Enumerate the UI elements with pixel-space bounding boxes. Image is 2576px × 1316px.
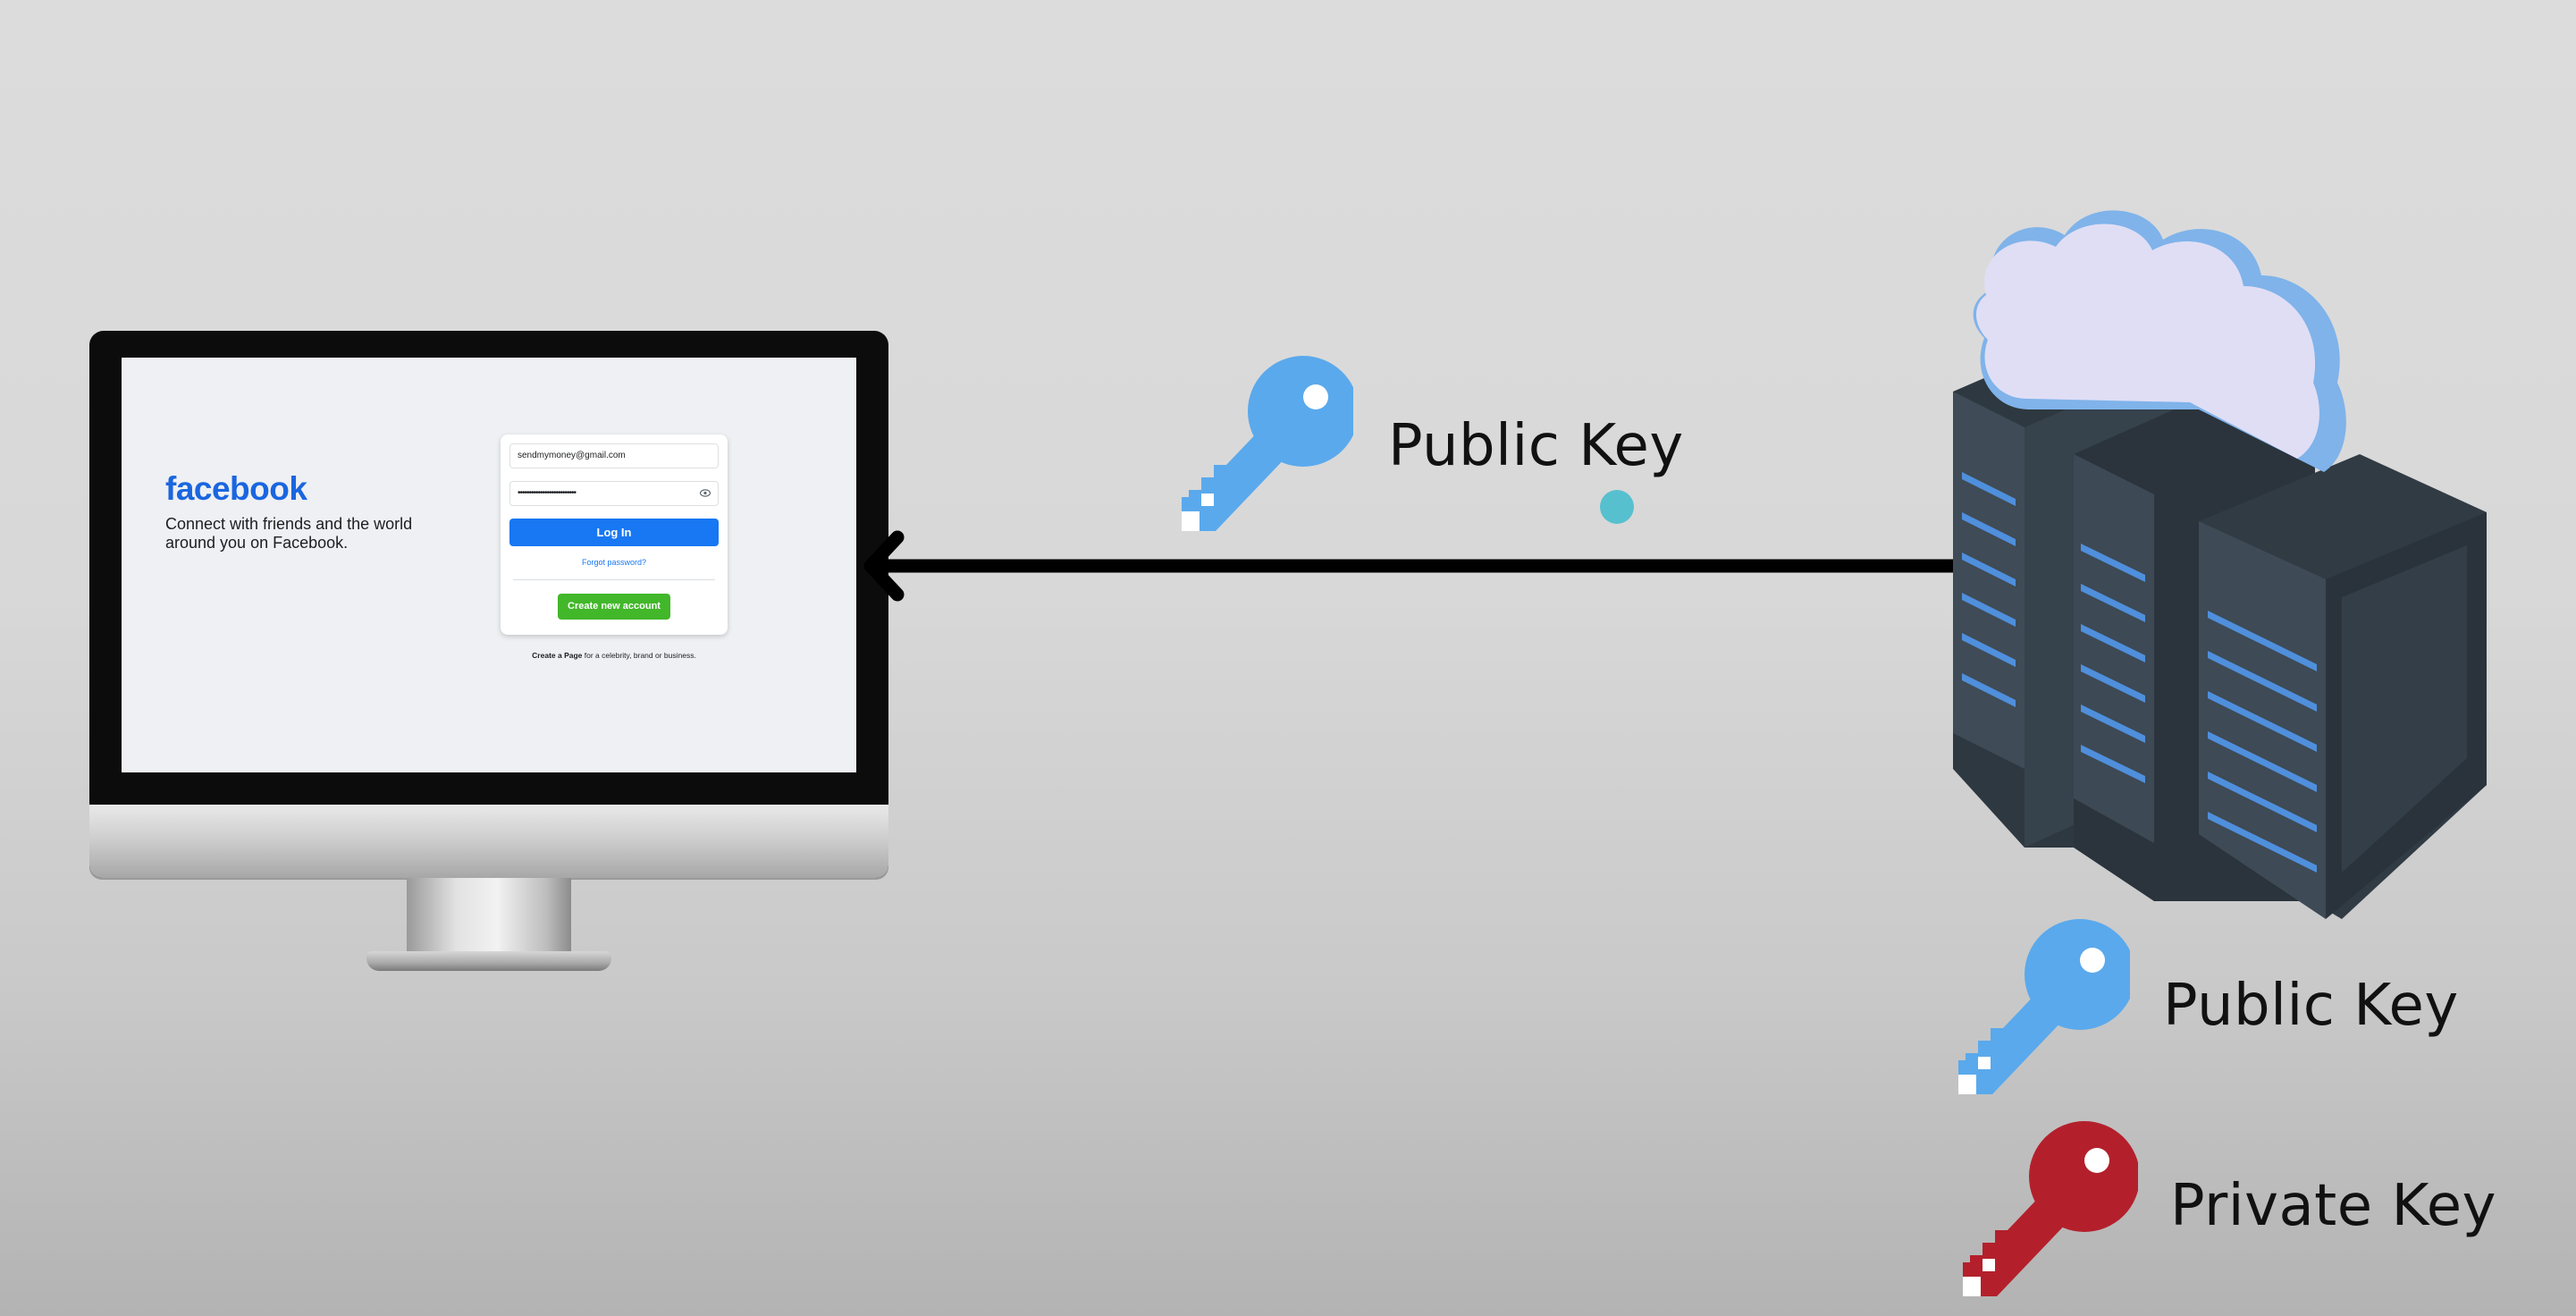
private-key-label: Private Key: [2170, 1173, 2496, 1239]
login-card: sendmymoney@gmail.com ••••••••••••••••••…: [501, 434, 728, 635]
monitor-chin: [89, 805, 888, 878]
server-public-key-label: Public Key: [2163, 973, 2459, 1039]
server-unit-right: [2199, 454, 2487, 919]
key-icon: [1182, 356, 1353, 531]
create-page-link[interactable]: Create a Page: [532, 651, 583, 660]
create-account-button[interactable]: Create new account: [558, 594, 670, 620]
cursor-dot: [1600, 490, 1634, 524]
card-divider: [513, 579, 715, 580]
arrow-public-key-label: Public Key: [1388, 413, 1684, 479]
create-page-note-text: for a celebrity, brand or business.: [582, 651, 696, 660]
email-field[interactable]: sendmymoney@gmail.com: [509, 443, 719, 468]
eye-icon[interactable]: [700, 489, 711, 497]
cloud-shape: [1973, 210, 2346, 472]
monitor-stand-base: [366, 951, 611, 971]
create-page-note: Create a Page for a celebrity, brand or …: [501, 651, 728, 660]
monitor: facebook Connect with friends and the wo…: [89, 331, 888, 878]
monitor-stand-neck: [407, 878, 571, 960]
facebook-logo: facebook: [165, 470, 307, 507]
arrow-head: [863, 530, 905, 602]
password-value: ••••••••••••••••••••••••••: [518, 488, 577, 498]
forgot-password-link[interactable]: Forgot password?: [581, 558, 647, 567]
server-cloud-illustration: [1953, 210, 2487, 919]
login-button[interactable]: Log In: [509, 519, 719, 546]
password-field[interactable]: ••••••••••••••••••••••••••: [509, 481, 719, 506]
private-key-icon: [1963, 1121, 2138, 1296]
facebook-tagline: Connect with friends and the world aroun…: [165, 515, 413, 552]
monitor-screen: facebook Connect with friends and the wo…: [122, 358, 856, 772]
server-public-key-icon: [1958, 919, 2130, 1094]
